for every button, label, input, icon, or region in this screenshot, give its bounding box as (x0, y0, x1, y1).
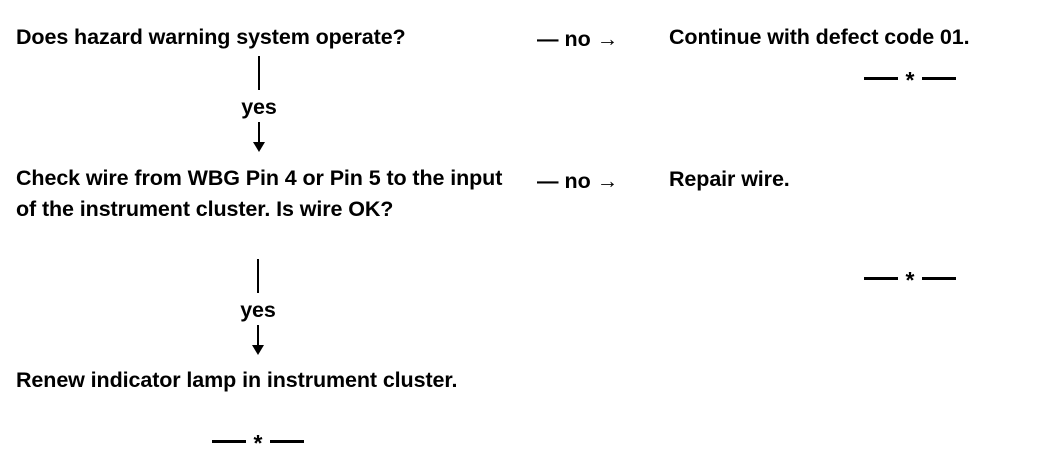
separator-dash-left (863, 76, 898, 80)
outcome-step-2: Repair wire. (669, 167, 790, 191)
branch-yes-step-2: yes (218, 259, 298, 355)
asterisk-icon: * (253, 430, 263, 456)
question-step-1: Does hazard warning system operate? (16, 25, 406, 49)
connector-line-icon (257, 259, 259, 293)
action-step-3: Renew indicator lamp in instrument clust… (16, 368, 458, 392)
arrow-down-icon (251, 325, 265, 355)
separator-dash-right (922, 76, 957, 80)
section-separator-1: * (850, 67, 970, 93)
branch-label-yes-step-1: yes (241, 95, 277, 119)
branch-label-no-step-2: — no → (537, 169, 619, 193)
branch-label-no-step-1: — no → (537, 27, 619, 51)
separator-dash-right (922, 276, 957, 280)
branch-label-yes-step-2: yes (240, 298, 276, 322)
outcome-step-1: Continue with defect code 01. (669, 25, 970, 49)
separator-dash-right (270, 439, 305, 443)
asterisk-icon: * (905, 267, 915, 293)
asterisk-icon: * (905, 67, 915, 93)
arrow-down-icon (252, 122, 266, 152)
separator-dash-left (211, 439, 246, 443)
connector-line-icon (258, 56, 260, 90)
branch-yes-step-1: yes (219, 56, 299, 152)
separator-dash-left (863, 276, 898, 280)
section-separator-2: * (850, 267, 970, 293)
question-step-2: Check wire from WBG Pin 4 or Pin 5 to th… (16, 166, 509, 221)
section-separator-3: * (198, 430, 318, 456)
